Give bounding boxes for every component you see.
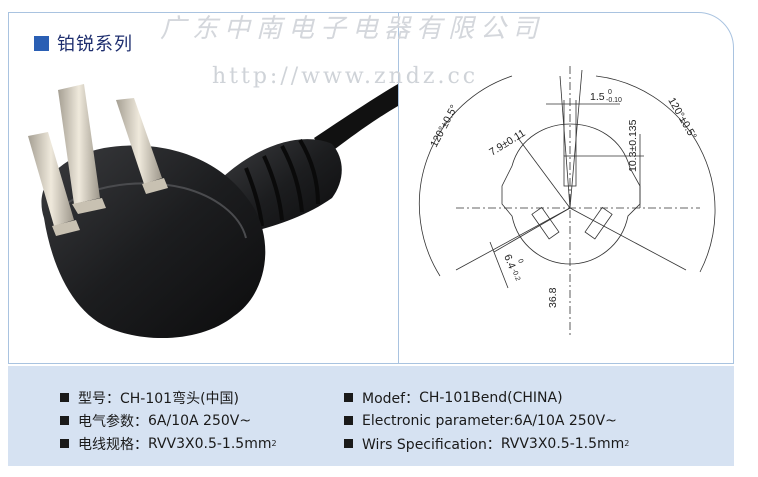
website-watermark: http://www.zndz.cc (212, 64, 479, 89)
series-title: 铂锐系列 (34, 30, 133, 56)
strain-relief-ribs (244, 138, 320, 227)
spec-panel: 型号：CH-101弯头(中国) 电气参数：6A/10A 250V~ 电线规格：R… (8, 366, 734, 466)
pin-length-tol-upper: 0 (516, 258, 524, 264)
center-distance-label: 36.8 (547, 287, 559, 308)
title-square-icon (34, 35, 49, 51)
pin-width-tol-upper: 0 (608, 89, 612, 96)
bullet-icon (344, 393, 353, 402)
bullet-icon (60, 439, 69, 448)
earth-slot (563, 155, 577, 187)
spec-row-model-cn: 型号：CH-101弯头(中国) (60, 386, 277, 409)
line-pin (116, 98, 162, 184)
cable (314, 84, 398, 156)
company-watermark: 广东中南电子电器有限公司 (160, 14, 545, 44)
pin-length-label: 6.4 (501, 253, 518, 271)
pin-length-tol-lower: -0.2 (510, 268, 521, 282)
angle-arc-right (595, 75, 716, 273)
spec-list-en: Modef：CH-101Bend(CHINA) Electronic param… (344, 386, 629, 455)
technical-drawing: 120°±0.5° 120°±0.5° 1.5 0 -0.10 7.9±0.11… (418, 66, 716, 336)
angle-left-label: 120°±0.5° (428, 103, 460, 149)
spec-row-electrical-en: Electronic parameter:6A/10A 250V~ (344, 409, 629, 432)
pin-width-tol-lower: -0.10 (606, 97, 622, 104)
earth-length-label: 10.3±0.135 (627, 119, 639, 172)
spec-row-model-en: Modef：CH-101Bend(CHINA) (344, 386, 629, 409)
neutral-pin (28, 132, 74, 226)
bullet-icon (60, 393, 69, 402)
neutral-slot (531, 206, 560, 240)
pin-width-label: 1.5 (590, 91, 605, 103)
series-title-text: 铂锐系列 (57, 34, 133, 55)
angle-arc-left (418, 75, 513, 277)
spec-list-cn: 型号：CH-101弯头(中国) 电气参数：6A/10A 250V~ 电线规格：R… (60, 386, 277, 455)
earth-pin (58, 84, 100, 204)
bullet-icon (344, 416, 353, 425)
drawing-frame (398, 12, 734, 364)
plug-face-outline (501, 123, 641, 265)
spec-row-electrical-cn: 电气参数：6A/10A 250V~ (60, 409, 277, 432)
plug-photo (28, 84, 398, 339)
angle-right-label: 120°±0.5° (665, 96, 699, 142)
line-slot (584, 206, 613, 240)
bullet-icon (60, 416, 69, 425)
bullet-icon (344, 439, 353, 448)
